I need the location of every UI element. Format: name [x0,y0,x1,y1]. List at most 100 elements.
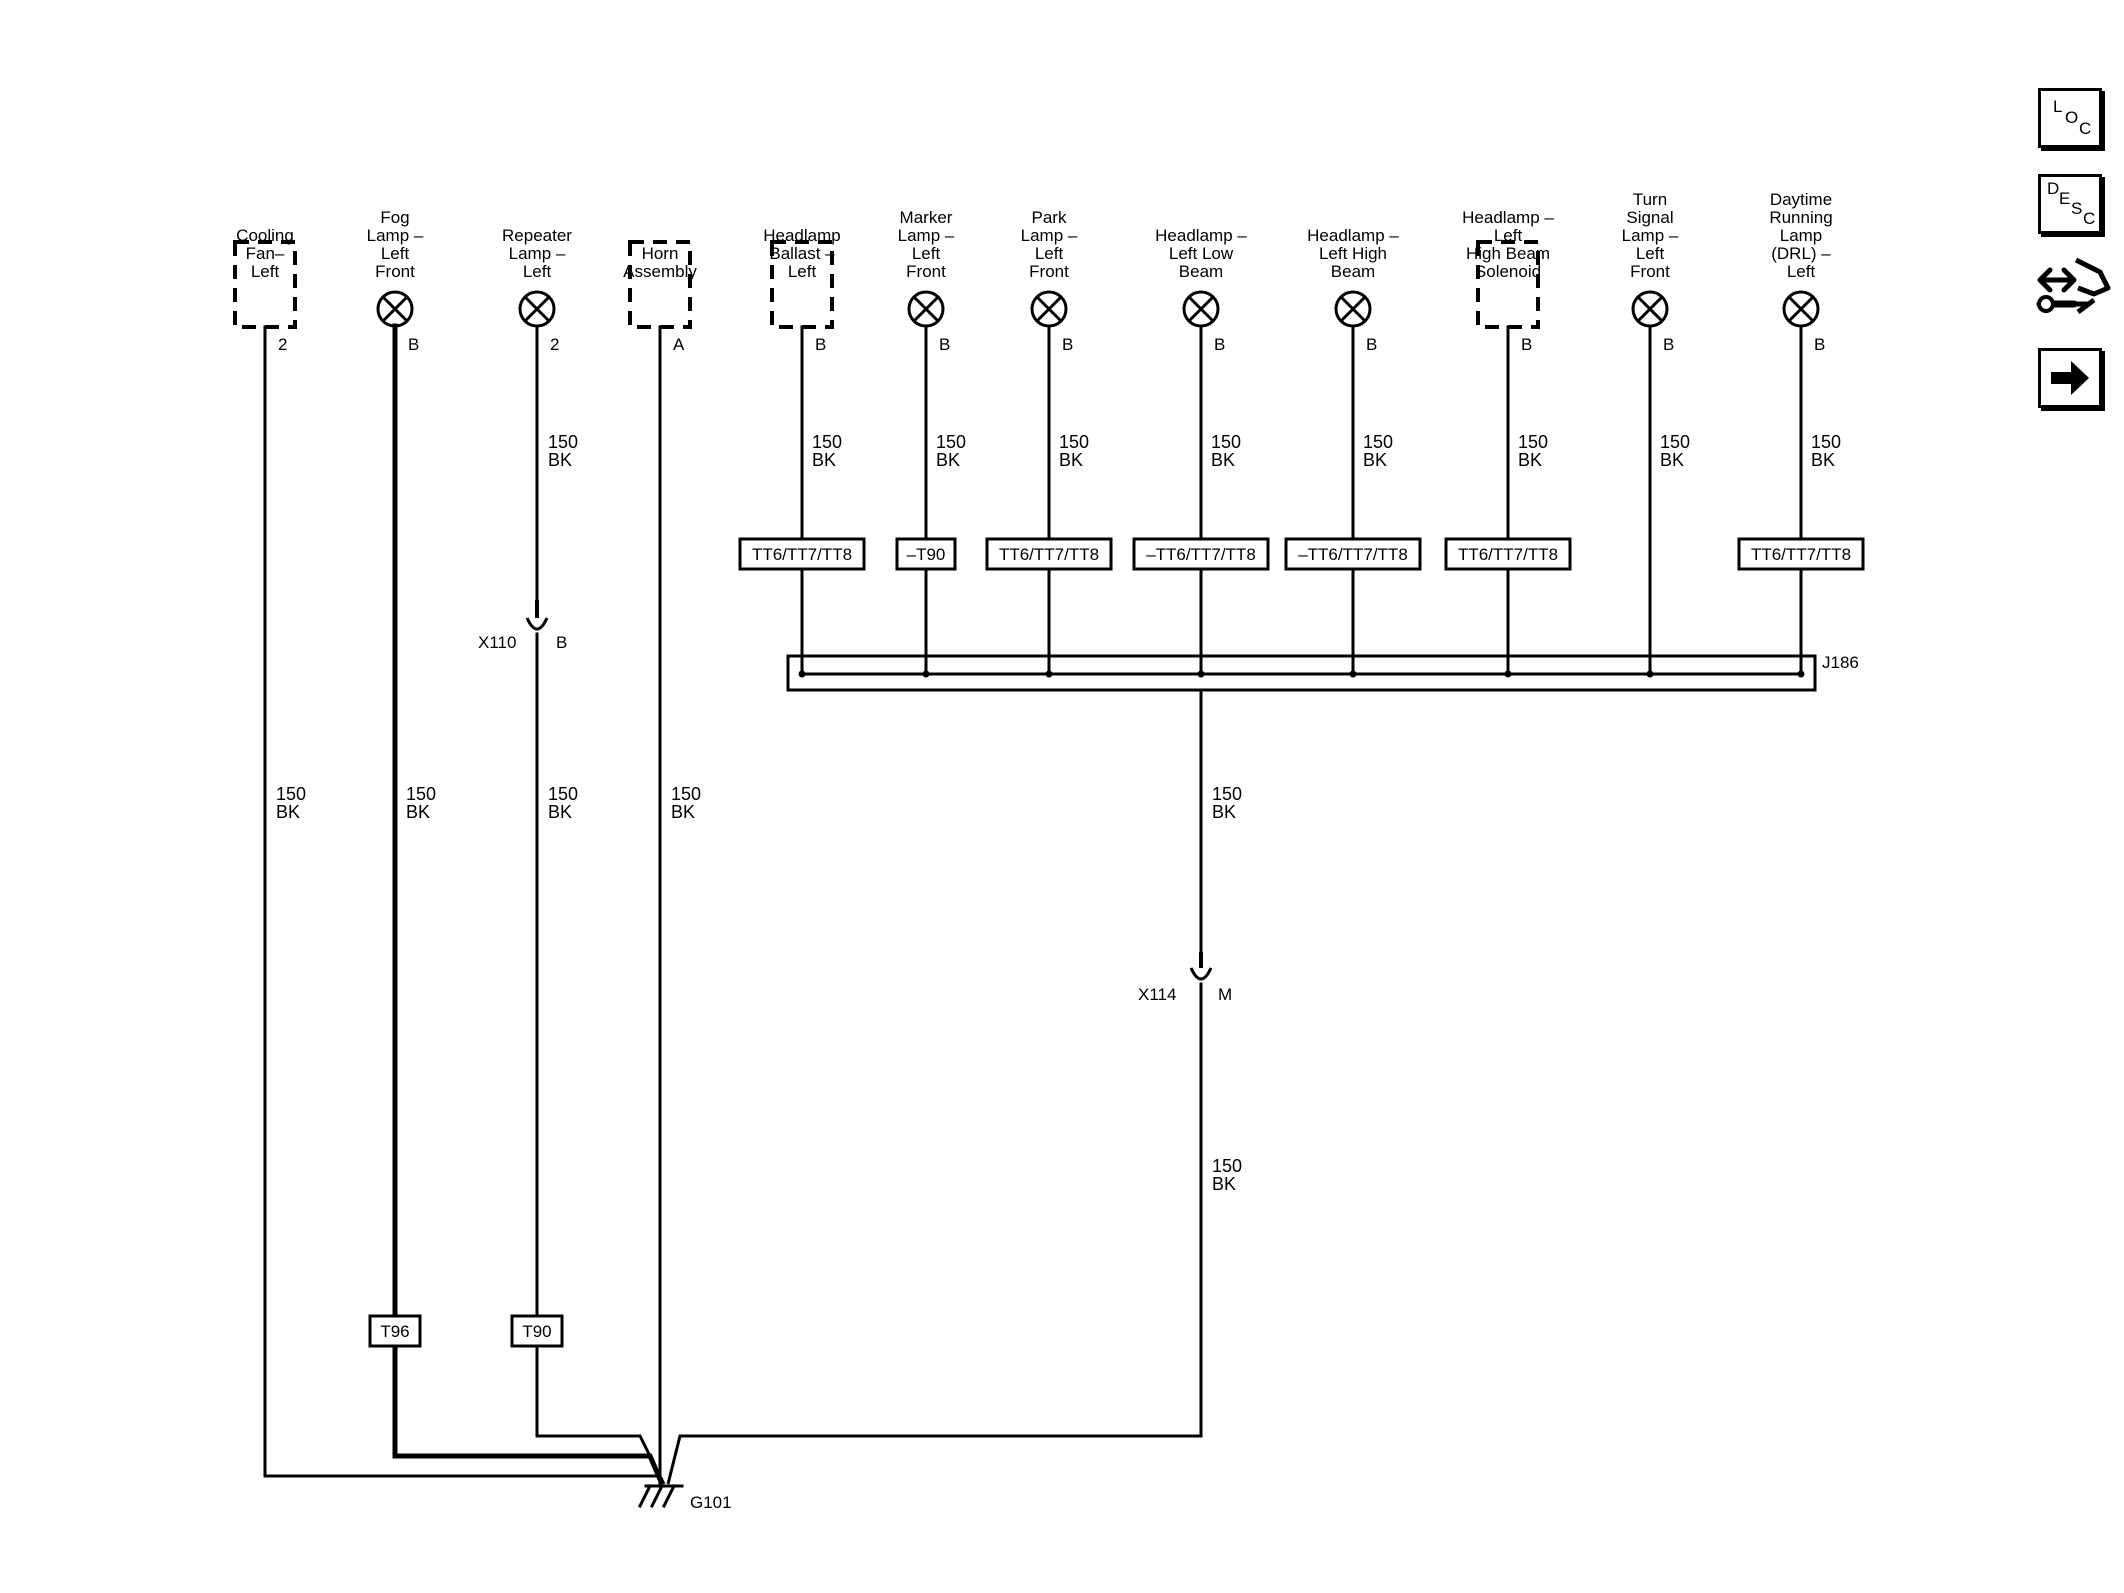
wire-fog-lamp-to-ground [395,1453,665,1485]
arrow-right-icon [2051,361,2089,395]
wire-cooling-fan-to-ground [265,1474,662,1484]
pin-label: B [1521,335,1532,354]
wire-repeater-to-ground [537,1434,666,1485]
pin-label: B [1814,335,1825,354]
splice-dot [798,670,806,678]
wire-label-headlamp-left-high-beam-solenoid-color: BK [1518,450,1542,470]
loc-letter-o: O [2065,108,2079,127]
wire-label-park-lamp-left-front-color: BK [1059,450,1083,470]
component-label-line: Turn [1633,190,1667,209]
component-label-line: Left [523,262,552,281]
option-marker-lamp-left-front-label: –T90 [907,545,946,564]
option-headlamp-left-high-beam-box [1284,537,1422,571]
wire-label-headlamp-left-high-beam-solenoid-gauge: 150 [1518,432,1548,452]
location-button[interactable]: L O C [2038,88,2102,148]
desc-letter-d: D [2047,179,2060,198]
wire-label-repeater-upper-gauge: 150 [548,432,578,452]
connector-x114-pin-label: M [1218,985,1232,1004]
splice-dot [1045,670,1053,678]
desc-letter-e: E [2059,189,2071,208]
wire-label-drl-left-color: BK [1811,450,1835,470]
component-label-line: Headlamp – [1307,226,1399,245]
option-marker-lamp-left-front: –T90 [895,537,957,571]
desc-letter-s: S [2071,199,2083,218]
option-fog-box [368,1314,422,1348]
option-headlamp-left-low-beam-box [1132,537,1270,571]
next-page-button[interactable] [2038,348,2102,408]
description-button[interactable]: D E S C [2038,174,2102,234]
wire-label-splice-to-x114-gauge: 150 [1212,784,1242,804]
pin-label: B [1663,335,1674,354]
wire-label-turn-signal-lamp-left-front-gauge: 150 [1660,432,1690,452]
option-marker-lamp-left-front-box [895,537,957,571]
wire-label-cooling-fan-gauge: 150 [276,784,306,804]
option-headlamp-left-high-beam: –TT6/TT7/TT8 [1284,537,1422,571]
option-headlamp-left-high-beam-solenoid-box [1444,537,1572,571]
connector-x114-symbol [1189,967,1213,981]
ground-g101-hatch [661,1483,677,1509]
wire-label-x114-to-ground-gauge: 150 [1212,1156,1242,1176]
wire-label-drl-left-gauge: 150 [1811,432,1841,452]
wire-label-horn-gauge: 150 [671,784,701,804]
wire-label-fog-lamp-gauge: 150 [406,784,436,804]
option-headlamp-left-low-beam: –TT6/TT7/TT8 [1132,537,1270,571]
option-headlamp-left-high-beam-label: –TT6/TT7/TT8 [1298,545,1408,564]
connector-x114-pin [1199,952,1203,968]
pin-label: 2 [278,335,287,354]
pin-label: B [1214,335,1225,354]
wire-label-cooling-fan-color: BK [276,802,300,822]
wire-label-splice-to-x114-color: BK [1212,802,1236,822]
splice-dot [922,670,930,678]
option-park-lamp-left-front: TT6/TT7/TT8 [985,537,1113,571]
option-headlamp-left-high-beam-solenoid: TT6/TT7/TT8 [1444,537,1572,571]
wire-label-headlamp-ballast-left-color: BK [812,450,836,470]
component-label-line: Left Low [1169,244,1234,263]
connector-x110-symbol [525,617,549,631]
component-label-line: Assembly [623,262,697,281]
desc-letter-c: C [2083,209,2096,228]
option-repeater-box [510,1314,564,1348]
splice-dot [1197,670,1205,678]
component-label-line: Left [381,244,410,263]
component-label-line: Headlamp – [1155,226,1247,245]
wire-label-horn-color: BK [671,802,695,822]
pin-label: B [408,335,419,354]
connector-x110-pin [535,600,539,618]
component-label-line: Lamp [1780,226,1823,245]
component-label-line: Fan– [246,244,285,263]
component-label-line: Fog [380,208,409,227]
option-drl-left-box [1737,537,1865,571]
component-label-line: Lamp – [1622,226,1679,245]
connector-x110-pin-label: B [556,633,567,652]
pin-label: B [815,335,826,354]
connector-x110-label: X110 [478,633,516,652]
option-headlamp-left-low-beam-label: –TT6/TT7/TT8 [1146,545,1256,564]
splice-dot [1797,670,1805,678]
lamp-symbol-cross [1187,295,1215,323]
component-label-line: Headlamp – [1462,208,1554,227]
component-label-line: Solenoid [1475,262,1541,281]
splice-j186-outer [786,654,1817,692]
component-label-line: Left [1636,244,1665,263]
lamp-symbol-cross [1035,295,1063,323]
splice-dot [1504,670,1512,678]
component-label-line: Left [788,262,817,281]
component-label-line: Front [906,262,946,281]
component-label-line: Left [912,244,941,263]
component-label-line: Front [1630,262,1670,281]
component-label-line: Left [251,262,280,281]
wire-label-repeater-lower-color: BK [548,802,572,822]
wire-label-turn-signal-lamp-left-front-color: BK [1660,450,1684,470]
component-label-line: Horn [642,244,679,263]
component-label-line: Beam [1179,262,1223,281]
wire-label-headlamp-ballast-left-gauge: 150 [812,432,842,452]
component-label-line: (DRL) – [1771,244,1831,263]
component-label-line: Left [1787,262,1816,281]
option-headlamp-ballast-left: TT6/TT7/TT8 [738,537,866,571]
component-label-line: Left [1494,226,1523,245]
connector-end-view-icon[interactable] [2034,254,2114,330]
option-fog: T96 [368,1314,422,1348]
